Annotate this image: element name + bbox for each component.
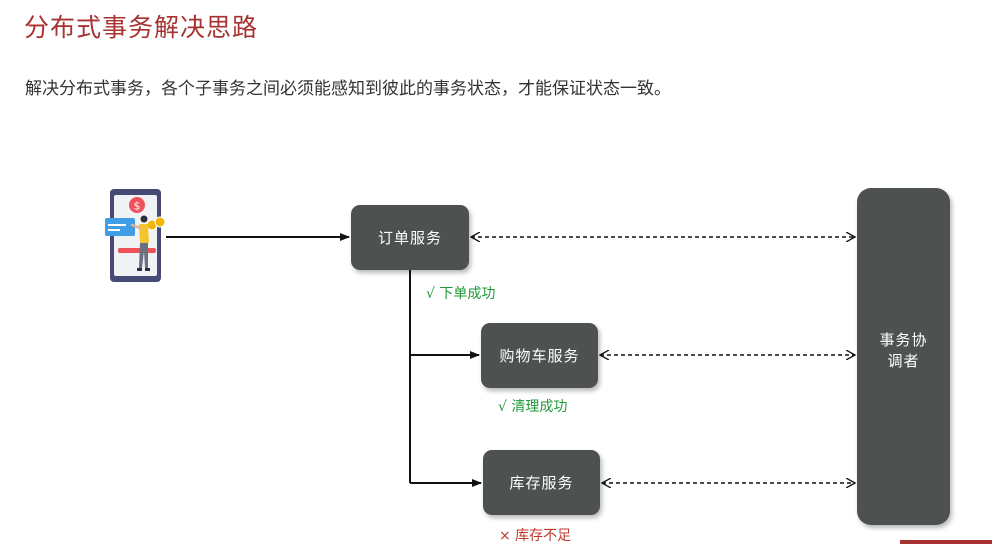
page-title: 分布式事务解决思路: [24, 13, 259, 42]
cart-success-status: √ 清理成功: [498, 399, 568, 415]
cart-service-box: 购物车服务: [481, 323, 598, 388]
order-success-status: √ 下单成功: [426, 286, 496, 302]
order-service-label: 订单服务: [377, 229, 442, 247]
cart-service-label: 购物车服务: [499, 347, 580, 365]
order-service-box: 订单服务: [351, 205, 469, 270]
stock-service-box: 库存服务: [483, 450, 600, 515]
transaction-coordinator-box: 事务协调者: [857, 188, 950, 525]
transaction-coordinator-label: 事务协调者: [879, 330, 928, 370]
mobile-payment-user-icon: $: [105, 189, 166, 282]
stock-service-label: 库存服务: [509, 474, 574, 492]
dollar-icon: $: [134, 200, 141, 213]
page-subtitle: 解决分布式事务，各个子事务之间必须能感知到彼此的事务状态，才能保证状态一致。: [25, 79, 671, 99]
slide-corner-accent: [900, 540, 992, 544]
stock-failure-status: × 库存不足: [499, 528, 572, 544]
